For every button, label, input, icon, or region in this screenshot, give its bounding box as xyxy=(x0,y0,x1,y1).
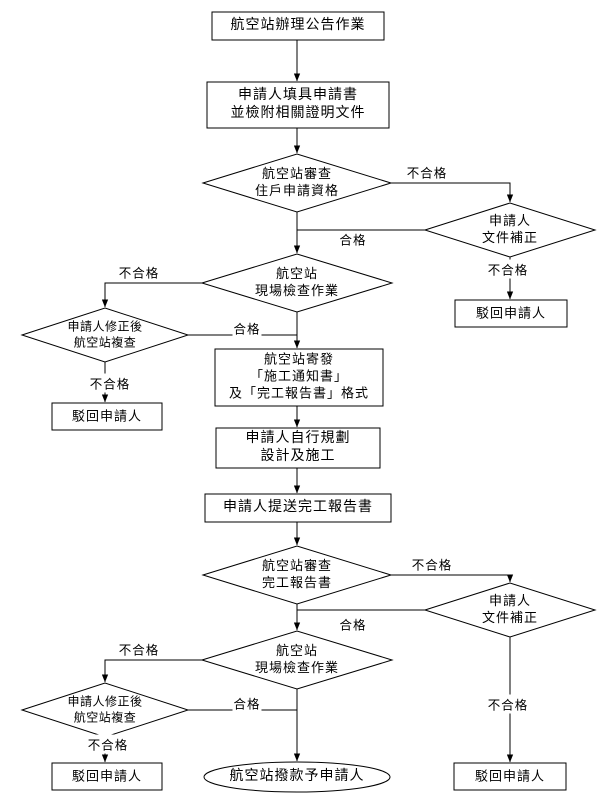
text-line: 駁回申請人 xyxy=(71,408,143,424)
node-site2-label: 航空站 現場檢查作業 xyxy=(255,643,339,677)
node-recheck2-label: 申請人修正後 航空站複查 xyxy=(67,694,142,725)
text-line: 航空站辦理公告作業 xyxy=(230,17,366,33)
edge-label-review2-fail: 不合格 xyxy=(411,558,453,573)
edge-label-docfix1-pass: 合格 xyxy=(339,233,367,248)
text-line: 航空站審查 xyxy=(261,558,333,574)
text-line: 住戶申請資格 xyxy=(254,183,340,198)
node-review1-label: 航空站審查 住戶申請資格 xyxy=(255,166,339,200)
edge-label-review1-fail: 不合格 xyxy=(406,166,448,181)
text-line: 文件補正 xyxy=(481,230,539,245)
text-line: 申請人提送完工報告書 xyxy=(223,499,373,515)
text-line: 航空站 xyxy=(275,643,319,659)
node-apply-label: 申請人填具申請書 並檢附相關證明文件 xyxy=(231,87,366,123)
text-line: 現場檢查作業 xyxy=(254,660,340,675)
text-line: 現場檢查作業 xyxy=(254,283,340,298)
text-line: 航空站 xyxy=(275,266,319,282)
edge-label-recheck2-fail: 不合格 xyxy=(86,734,130,754)
node-reject1-label: 駁回申請人 xyxy=(476,306,546,323)
text-line: 「施工通知書」 xyxy=(249,368,349,384)
text-line: 申請人修正後 xyxy=(67,319,143,334)
node-docfix1-label: 申請人 文件補正 xyxy=(482,213,538,247)
node-site1-label: 航空站 現場檢查作業 xyxy=(255,266,339,300)
text-line: 完工報告書 xyxy=(261,575,333,590)
text-line: 設計及施工 xyxy=(260,449,336,464)
edge-label-docfix2-pass: 合格 xyxy=(339,618,367,633)
edge-label-recheck1-fail: 不合格 xyxy=(88,373,132,393)
edge-label-site1-fail: 不合格 xyxy=(118,266,160,281)
text-line: 文件補正 xyxy=(481,610,539,625)
edge-label-recheck2-pass: 合格 xyxy=(232,693,262,713)
text-line: 航空站審查 xyxy=(261,166,333,182)
text-line: 駁回申請人 xyxy=(475,305,547,321)
node-docfix2-label: 申請人 文件補正 xyxy=(482,593,538,627)
text-line: 航空站撥款予申請人 xyxy=(229,768,365,784)
text-line: 申請人自行規劃 xyxy=(245,430,351,446)
text-line: 申請人 xyxy=(488,213,532,229)
text-line: 申請人填具申請書 xyxy=(238,87,358,103)
text-line: 航空站複查 xyxy=(73,335,137,349)
edge-label-recheck1-pass: 合格 xyxy=(232,318,262,338)
node-send-label: 航空站寄發 「施工通知書」 及「完工報告書」格式 xyxy=(229,352,369,403)
text-line: 及「完工報告書」格式 xyxy=(228,385,370,401)
text-line: 申請人 xyxy=(488,593,532,609)
edge-label-docfix1-fail: 不合格 xyxy=(486,259,530,279)
node-publish-label: 航空站辦理公告作業 xyxy=(231,17,366,35)
text-line: 並檢附相關證明文件 xyxy=(230,106,366,121)
node-recheck1-label: 申請人修正後 航空站複查 xyxy=(67,319,142,350)
node-reject4-label: 駁回申請人 xyxy=(72,769,142,786)
text-line: 駁回申請人 xyxy=(474,768,546,784)
node-reject3-label: 駁回申請人 xyxy=(475,769,545,786)
text-line: 航空站複查 xyxy=(73,710,137,724)
edge-label-docfix2-fail: 不合格 xyxy=(486,694,530,714)
text-line: 申請人修正後 xyxy=(67,694,143,709)
text-line: 航空站寄發 xyxy=(263,351,335,367)
node-plan-label: 申請人自行規劃 設計及施工 xyxy=(246,430,351,466)
node-payout-label: 航空站撥款予申請人 xyxy=(230,768,365,786)
node-review2-label: 航空站審查 完工報告書 xyxy=(262,558,332,592)
node-submit-label: 申請人提送完工報告書 xyxy=(223,499,373,517)
text-line: 駁回申請人 xyxy=(71,768,143,784)
edge-label-site2-fail: 不合格 xyxy=(118,643,160,658)
node-reject2-label: 駁回申請人 xyxy=(72,409,142,426)
